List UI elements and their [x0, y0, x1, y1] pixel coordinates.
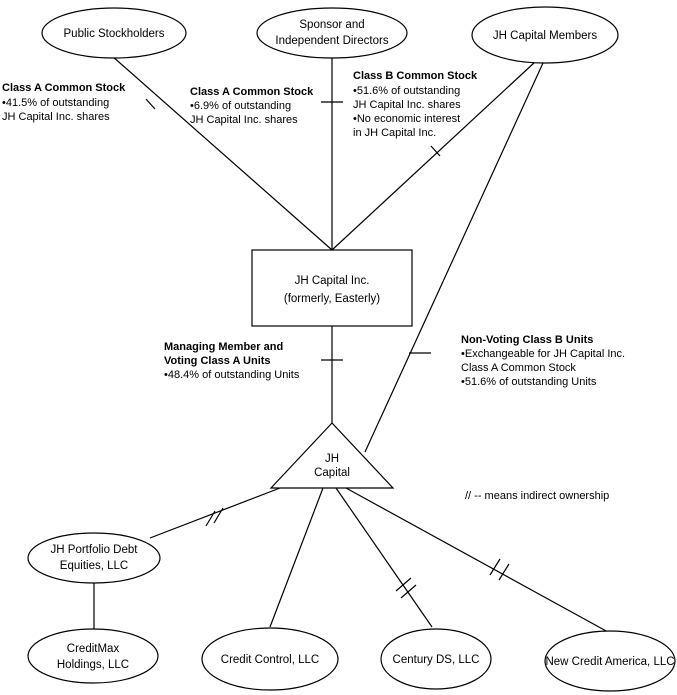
ellipse-shape: [380, 628, 492, 690]
annotation-title: Class A Common Stock: [190, 86, 314, 98]
node-jh-capital: JH Capital: [269, 422, 395, 489]
edge-jhcapital-to-portfolio: [149, 487, 281, 539]
indirect-mark-portfolio-a: [205, 510, 216, 527]
annotation-non-voting: Non-Voting Class B Units •Exchangeable f…: [461, 334, 625, 388]
node-label: New Credit America, LLC: [545, 656, 674, 668]
node-label-line-2: Holdings, LLC: [57, 659, 129, 671]
tick-public-line: [145, 98, 156, 110]
edge-jhcapital-to-newcredit: [345, 487, 609, 633]
annotation-sponsor-class-a: Class A Common Stock •6.9% of outstandin…: [190, 86, 314, 126]
tick-members-line: [430, 145, 441, 157]
node-label-line-1: JH Capital Inc.: [295, 275, 370, 287]
annotation-members-class-b: Class B Common Stock •51.6% of outstandi…: [353, 70, 478, 139]
node-jh-capital-members: JH Capital Members: [471, 6, 619, 64]
annotation-line: •48.4% of outstanding Units: [164, 369, 300, 381]
annotation-line: •51.6% of outstanding: [353, 85, 460, 97]
node-new-credit-america: New Credit America, LLC: [544, 630, 676, 692]
edge-public-to-inc: [111, 55, 333, 251]
ellipse-shape: [256, 7, 408, 59]
indirect-mark-century-b: [400, 584, 417, 599]
ellipse-shape: [201, 627, 339, 691]
annotation-managing-member: Managing Member and Voting Class A Units…: [164, 341, 300, 381]
node-label: Public Stockholders: [64, 28, 165, 40]
edge-jhcapital-to-creditcontrol: [269, 487, 324, 628]
node-label-line-1: JH: [325, 453, 339, 465]
ellipse-shape: [41, 7, 187, 59]
annotation-title: Class B Common Stock: [353, 70, 478, 82]
node-sponsor-directors: Sponsor and Independent Directors: [256, 7, 408, 59]
annotation-public-class-a: Class A Common Stock •41.5% of outstandi…: [2, 82, 126, 123]
box-shape: [251, 249, 413, 327]
node-label: Century DS, LLC: [393, 654, 480, 666]
node-label-line-2: Equities, LLC: [60, 560, 128, 572]
edge-members-to-jhcapital: [364, 62, 544, 453]
indirect-mark-newcredit-a: [489, 558, 501, 576]
node-public-stockholders: Public Stockholders: [41, 7, 187, 59]
annotation-line: JH Capital Inc. shares: [2, 111, 110, 123]
indirect-mark-newcredit-b: [498, 563, 510, 581]
edge-jhcapital-to-centuryds: [335, 487, 433, 628]
annotation-line: Class A Common Stock: [461, 362, 576, 374]
node-label-line-2: (formerly, Easterly): [284, 293, 380, 305]
annotation-line: •51.6% of outstanding Units: [461, 376, 597, 388]
node-jh-capital-inc: JH Capital Inc. (formerly, Easterly): [251, 249, 413, 327]
annotation-title: Class A Common Stock: [2, 82, 126, 94]
ellipse-shape: [471, 6, 619, 64]
node-label-line-1: JH Portfolio Debt: [51, 544, 139, 556]
annotation-title-line-1: Managing Member and: [164, 341, 283, 353]
node-creditmax: CreditMax Holdings, LLC: [27, 628, 159, 684]
node-label: Credit Control, LLC: [221, 654, 319, 666]
node-label-line-2: Capital: [314, 467, 350, 479]
edge-members-to-inc: [331, 61, 536, 251]
node-credit-control: Credit Control, LLC: [201, 627, 339, 691]
annotation-title: Non-Voting Class B Units: [461, 334, 593, 346]
node-jh-portfolio: JH Portfolio Debt Equities, LLC: [27, 532, 161, 584]
annotation-line: in JH Capital Inc.: [353, 127, 436, 139]
node-label-line-1: Sponsor and: [299, 19, 364, 31]
ellipse-shape: [544, 630, 676, 692]
indirect-mark-century-a: [395, 577, 412, 592]
ellipse-shape: [27, 532, 161, 584]
annotation-line: •Exchangeable for JH Capital Inc.: [461, 348, 625, 360]
triangle-shape: [269, 422, 395, 489]
annotation-line: •6.9% of outstanding: [190, 100, 291, 112]
legend-indirect-ownership: // -- means indirect ownership: [465, 490, 609, 502]
annotation-line: •No economic interest: [353, 113, 460, 125]
node-label-line-2: Independent Directors: [275, 35, 388, 47]
annotation-line: •41.5% of outstanding: [2, 97, 109, 109]
ellipse-shape: [27, 628, 159, 684]
annotation-line: JH Capital Inc. shares: [190, 114, 298, 126]
annotation-title-line-2: Voting Class A Units: [164, 355, 271, 367]
node-label: JH Capital Members: [493, 30, 597, 42]
node-century-ds: Century DS, LLC: [380, 628, 492, 690]
indirect-mark-portfolio-b: [213, 507, 224, 524]
node-label-line-1: CreditMax: [67, 643, 120, 655]
edges: [93, 55, 609, 633]
annotation-line: JH Capital Inc. shares: [353, 99, 461, 111]
